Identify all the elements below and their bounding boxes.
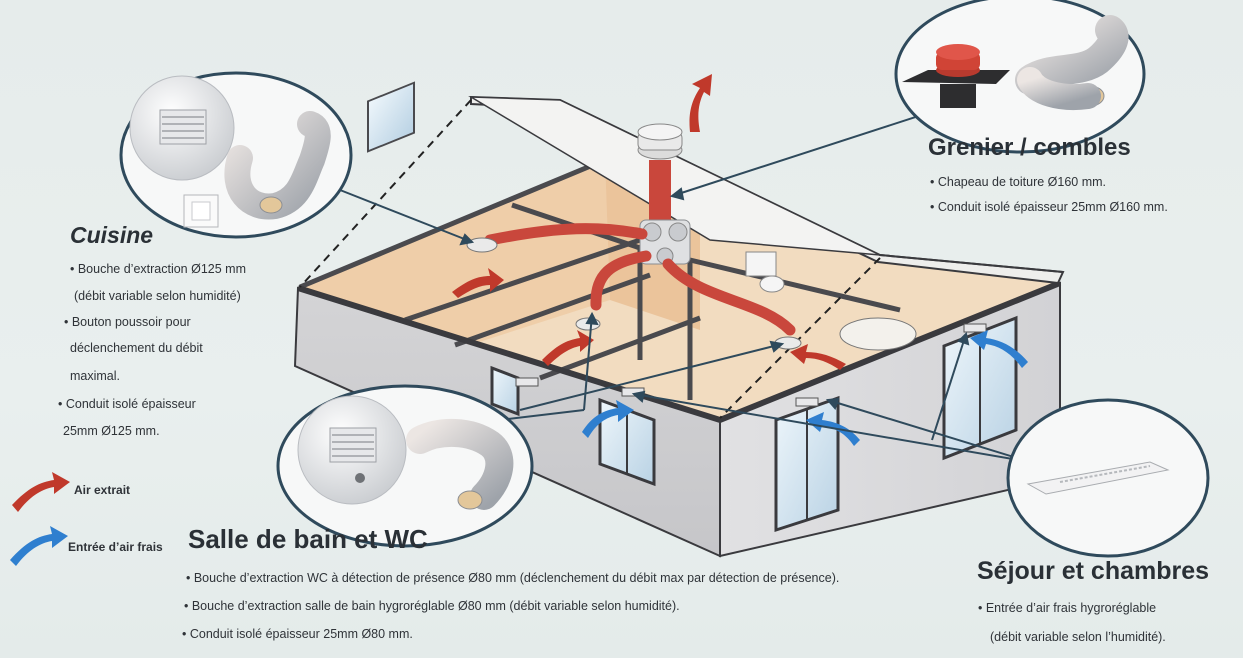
extraction-ducts	[484, 223, 796, 336]
bathroom-insulated-duct-image	[406, 418, 514, 510]
fresh-arrow-side-door	[970, 330, 1028, 368]
attic-line-2: • Conduit isolé épaisseur 25mm Ø160 mm.	[930, 200, 1168, 214]
door-side-right	[942, 315, 1018, 461]
legend-fresh-label: Entrée d’air frais	[68, 540, 163, 554]
callout-living	[1006, 398, 1210, 558]
main-exhaust-duct	[649, 160, 671, 230]
kitchen-insulated-duct-image	[224, 111, 331, 220]
air-inlet-vent	[795, 397, 819, 407]
kitchen-line-7: 25mm Ø125 mm.	[63, 424, 160, 438]
callout-attic	[894, 0, 1146, 154]
interior-back-wall-left	[300, 160, 610, 345]
vmc-unit	[639, 219, 691, 265]
extract-arrow-kitchen	[452, 268, 504, 298]
legend-fresh-arrow	[10, 526, 68, 566]
fresh-arrows	[582, 330, 1028, 446]
bathroom-line-3: • Conduit isolé épaisseur 25mm Ø80 mm.	[182, 627, 413, 641]
extract-arrow-bathroom	[542, 330, 594, 366]
living-title: Séjour et chambres	[977, 557, 1210, 585]
extract-arrow-roof	[689, 74, 712, 132]
living-line-2: (débit variable selon l’humidité).	[990, 630, 1166, 644]
kitchen-extraction-mouth	[466, 237, 498, 253]
extract-arrow-wc	[790, 344, 846, 370]
callout-bathroom	[276, 384, 534, 548]
kitchen-line-3: • Bouton poussoir pour	[64, 315, 191, 329]
roof-dashed-line-left	[299, 99, 472, 288]
roof-cap	[637, 123, 683, 160]
living-line-1: • Entrée d’air frais hygroréglable	[978, 601, 1157, 615]
air-inlet-image	[1026, 461, 1170, 495]
kitchen-title: Cuisine	[70, 222, 154, 248]
kitchen-window	[367, 81, 415, 153]
kitchen-line-6: • Conduit isolé épaisseur	[58, 397, 196, 411]
roof-dashed-line-right	[719, 257, 881, 419]
air-inlet-vent	[515, 377, 539, 387]
fresh-arrow-left-window	[582, 400, 634, 438]
callout-kitchen	[119, 71, 353, 239]
bathroom-title: Salle de bain et WC	[188, 524, 428, 554]
door-front-right	[774, 395, 840, 533]
roof-cap-image	[902, 44, 1010, 108]
kitchen-line-4: déclenchement du débit	[70, 341, 203, 355]
kitchen-line-5: maximal.	[70, 369, 121, 383]
air-inlet-vent	[963, 323, 987, 333]
legend-extract-label: Air extrait	[74, 483, 131, 497]
window-front-small	[490, 365, 520, 417]
attic-line-1: • Chapeau de toiture Ø160 mm.	[930, 175, 1107, 189]
bathroom-line-2: • Bouche d’extraction salle de bain hygr…	[184, 599, 680, 613]
kitchen-line-1: • Bouche d’extraction Ø125 mm	[70, 262, 246, 276]
window-front-left	[598, 397, 656, 487]
kitchen-line-2: (débit variable selon humidité)	[74, 289, 241, 303]
bathroom-line-1: • Bouche d’extraction WC à détection de …	[186, 571, 840, 585]
legend-extract-arrow	[12, 472, 70, 512]
fresh-arrow-door	[806, 412, 860, 446]
attic-title: Grenier / combles	[928, 134, 1131, 161]
attic-insulated-duct-image	[1015, 15, 1129, 110]
leader-lines	[339, 99, 1031, 463]
extract-arrows	[452, 74, 846, 370]
